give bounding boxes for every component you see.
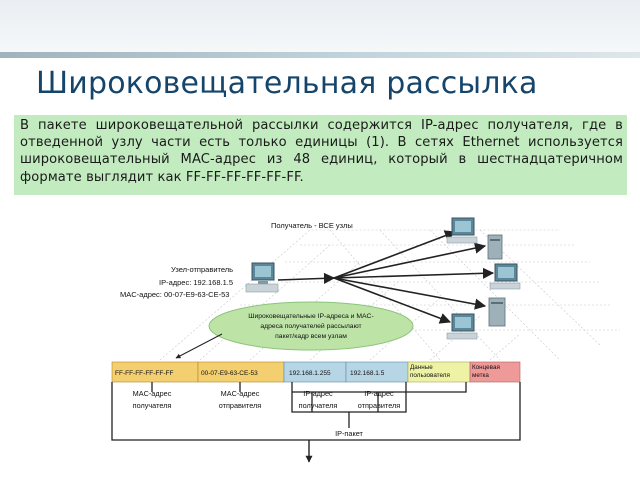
- label-ip-src-2: отправителя: [358, 401, 401, 410]
- header-decor-line: [0, 52, 640, 58]
- receiver-label: Получатель - ВСЕ узлы: [271, 221, 353, 230]
- frame-field-1-text: FF-FF-FF-FF-FF-FF: [115, 370, 173, 377]
- ellipse-line-2: адреса получателей рассылают: [260, 322, 361, 330]
- label-ip-dst-1: IP-адрес: [303, 389, 333, 398]
- label-mac-dst-1: MAC-адрес: [133, 389, 172, 398]
- header-band: [0, 0, 640, 58]
- frame-field-4-text: 192.168.1.5: [350, 370, 385, 377]
- ellipse-line-3: пакет/кадр всем узлам: [275, 333, 347, 340]
- explanation-ellipse: [208, 301, 414, 351]
- label-mac-src-2: отправителя: [219, 401, 262, 410]
- broadcast-arrows: [277, 230, 495, 324]
- frame-field-6: [469, 361, 521, 383]
- receiver-computer-1-icon: [446, 217, 478, 244]
- description-text: В пакете широковещательной рассылки соде…: [20, 118, 623, 185]
- sender-title: Узел-отправитель: [171, 265, 233, 274]
- frame-brackets: [111, 382, 521, 441]
- sender-ip: IP-адрес: 192.168.1.5: [159, 278, 233, 287]
- label-mac-src-1: MAC-адрес: [221, 389, 260, 398]
- label-ip-src-1: IP-адрес: [364, 389, 394, 398]
- sender-mac: MAC-адрес: 00-07-E9-63-CE-53: [120, 290, 229, 299]
- frame-field-5-wrap: Данные пользователя: [410, 364, 450, 379]
- frame-field-5-text: Данные пользователя: [410, 364, 450, 379]
- label-ip-dst-2: получателя: [299, 401, 338, 410]
- receiver-server-1-icon: [487, 234, 503, 260]
- ellipse-line-1: Широковещательные IP-адреса и MAC-: [248, 313, 373, 320]
- ellipse-to-frame-arrow: [175, 333, 223, 359]
- ethernet-frame: FF-FF-FF-FF-FF-FF 00-07-E9-63-CE-53 192.…: [111, 361, 521, 383]
- sender-computer-icon: [245, 262, 279, 293]
- receiver-computer-3-icon: [446, 313, 478, 340]
- frame-field-2-text: 00-07-E9-63-CE-53: [201, 370, 258, 377]
- slide-title: Широковещательная рассылка: [36, 66, 538, 101]
- frame-field-6-text: Концевая метка: [472, 364, 500, 379]
- frame-field-6-wrap: Концевая метка: [472, 364, 500, 379]
- label-mac-dst-2: получателя: [133, 401, 172, 410]
- description-box: В пакете широковещательной рассылки соде…: [14, 115, 627, 195]
- receiver-server-2-icon: [488, 297, 506, 327]
- packet-label: IP-пакет: [335, 429, 363, 438]
- receiver-computer-2-icon: [489, 263, 521, 290]
- frame-field-3-text: 192.168.1.255: [289, 370, 331, 377]
